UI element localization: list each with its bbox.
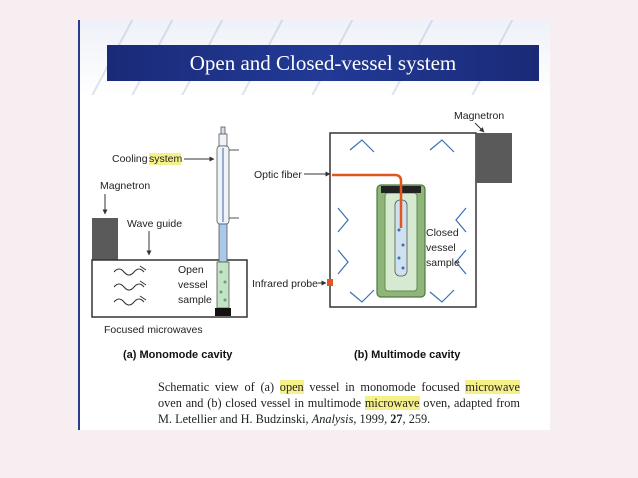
closed-vessel-label-3: sample	[426, 257, 460, 269]
monomode-diagram: Cooling system Magnetron Wave guide Open…	[91, 126, 248, 361]
open-vessel-label-3: sample	[178, 294, 212, 306]
microwave-reflections	[337, 139, 467, 303]
title-bar: Open and Closed-vessel system	[107, 45, 539, 81]
figure-caption: Schematic view of (a) open vessel in mon…	[158, 380, 521, 426]
highlight-open: open	[279, 380, 304, 394]
magnetron-b	[476, 133, 512, 183]
focused-microwaves-label: Focused microwaves	[104, 324, 203, 336]
closed-vessel-label-1: Closed	[426, 227, 459, 239]
cooling-system-highlight: system	[149, 153, 183, 165]
wave-guide-label: Wave guide	[127, 218, 182, 230]
open-vessel-label-2: vessel	[178, 279, 208, 291]
journal-name: Analysis	[311, 412, 354, 426]
svg-text:Cooling: Cooling	[112, 153, 148, 165]
microwave-wave-3	[113, 298, 145, 306]
magnetron-a-label: Magnetron	[100, 180, 150, 192]
monomode-caption: (a) Monomode cavity	[123, 349, 233, 361]
magnetron-a	[92, 218, 118, 260]
open-vessel	[215, 261, 231, 316]
cooling-condenser	[216, 126, 239, 263]
multimode-diagram: Magnetron Optic fiber Closed vessel samp…	[252, 110, 512, 361]
magnetron-b-label: Magnetron	[454, 110, 504, 122]
highlight-microwave-1: microwave	[465, 380, 521, 394]
journal-volume: 27	[390, 412, 403, 426]
multimode-caption: (b) Multimode cavity	[354, 349, 461, 361]
microwave-wave-2	[113, 283, 145, 291]
infrared-probe	[327, 279, 333, 286]
infrared-probe-label: Infrared probe	[252, 278, 318, 290]
microwave-wave-1	[113, 268, 145, 276]
page-title: Open and Closed-vessel system	[189, 50, 457, 75]
open-vessel-label-1: Open	[178, 264, 204, 276]
optic-fiber-line	[332, 173, 403, 228]
closed-vessel-label-2: vessel	[426, 242, 456, 254]
optic-fiber-label: Optic fiber	[254, 169, 302, 181]
highlight-microwave-2: microwave	[364, 396, 420, 410]
